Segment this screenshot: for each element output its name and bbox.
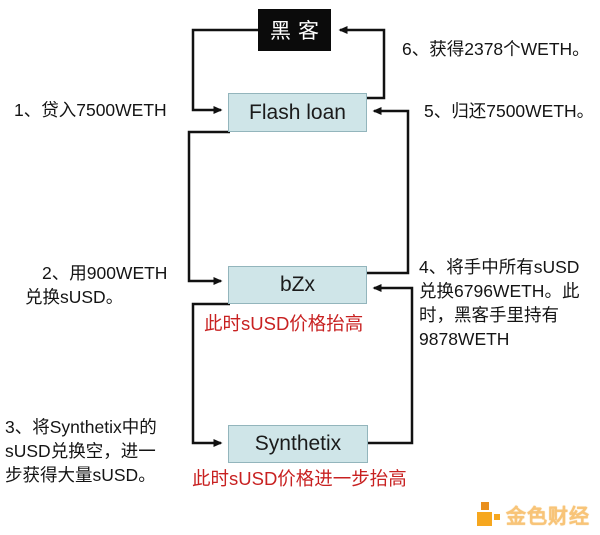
node-synthetix: Synthetix xyxy=(228,425,368,463)
node-hacker: 黑客 xyxy=(258,9,331,51)
arrow-flashloan-to-hacker xyxy=(338,26,386,100)
step-3-label: 3、将Synthetix中的 sUSD兑换空，进一 步获得大量sUSD。 xyxy=(5,415,157,487)
arrow-synthetix-to-bzx xyxy=(367,284,414,445)
synthetix-price-note: 此时sUSD价格进一步抬高 xyxy=(192,468,407,489)
arrow-hacker-to-flashloan xyxy=(191,28,258,114)
node-flash-loan: Flash loan xyxy=(228,93,367,132)
step-4-label: 4、将手中所有sUSD 兑换6796WETH。此 时，黑客手里持有 9878WE… xyxy=(419,255,579,351)
step-2-line: 兑换sUSD。 xyxy=(25,287,124,307)
logo-square-dot xyxy=(494,514,500,520)
logo-square-small xyxy=(481,502,489,510)
step-1-line: 1、贷入7500WETH xyxy=(14,100,167,120)
step-4-line: 兑换6796WETH。此 xyxy=(419,281,580,301)
arrow-bzx-to-synthetix xyxy=(191,302,230,447)
jinse-logo-icon xyxy=(477,502,501,527)
step-1-label: 1、贷入7500WETH xyxy=(14,98,167,122)
step-6-label: 6、获得2378个WETH。 xyxy=(402,37,590,61)
jinse-logo-text: 金色财经 xyxy=(506,506,590,528)
step-5-line: 5、归还7500WETH。 xyxy=(424,101,595,121)
step-6-line: 6、获得2378个WETH。 xyxy=(402,39,590,59)
logo-square-large xyxy=(477,512,492,526)
arrow-bzx-to-flashloan xyxy=(367,107,410,275)
step-4-line: 9878WETH xyxy=(419,329,510,349)
step-3-line: 步获得大量sUSD。 xyxy=(5,465,156,485)
step-4-line: 时，黑客手里持有 xyxy=(419,305,559,325)
jinse-finance-watermark: 金色财经 xyxy=(477,500,590,529)
step-3-line: 3、将Synthetix中的 xyxy=(5,417,157,437)
node-bzx: bZx xyxy=(228,266,367,304)
step-2-label: 2、用900WETH 兑换sUSD。 xyxy=(25,261,167,309)
step-5-label: 5、归还7500WETH。 xyxy=(424,99,594,123)
bzx-price-note: 此时sUSD价格抬高 xyxy=(204,313,364,334)
step-2-line: 2、用900WETH xyxy=(42,263,168,283)
arrow-flashloan-to-bzx xyxy=(187,130,230,285)
step-4-line: 4、将手中所有sUSD xyxy=(419,257,580,277)
step-3-line: sUSD兑换空，进一 xyxy=(5,441,156,461)
